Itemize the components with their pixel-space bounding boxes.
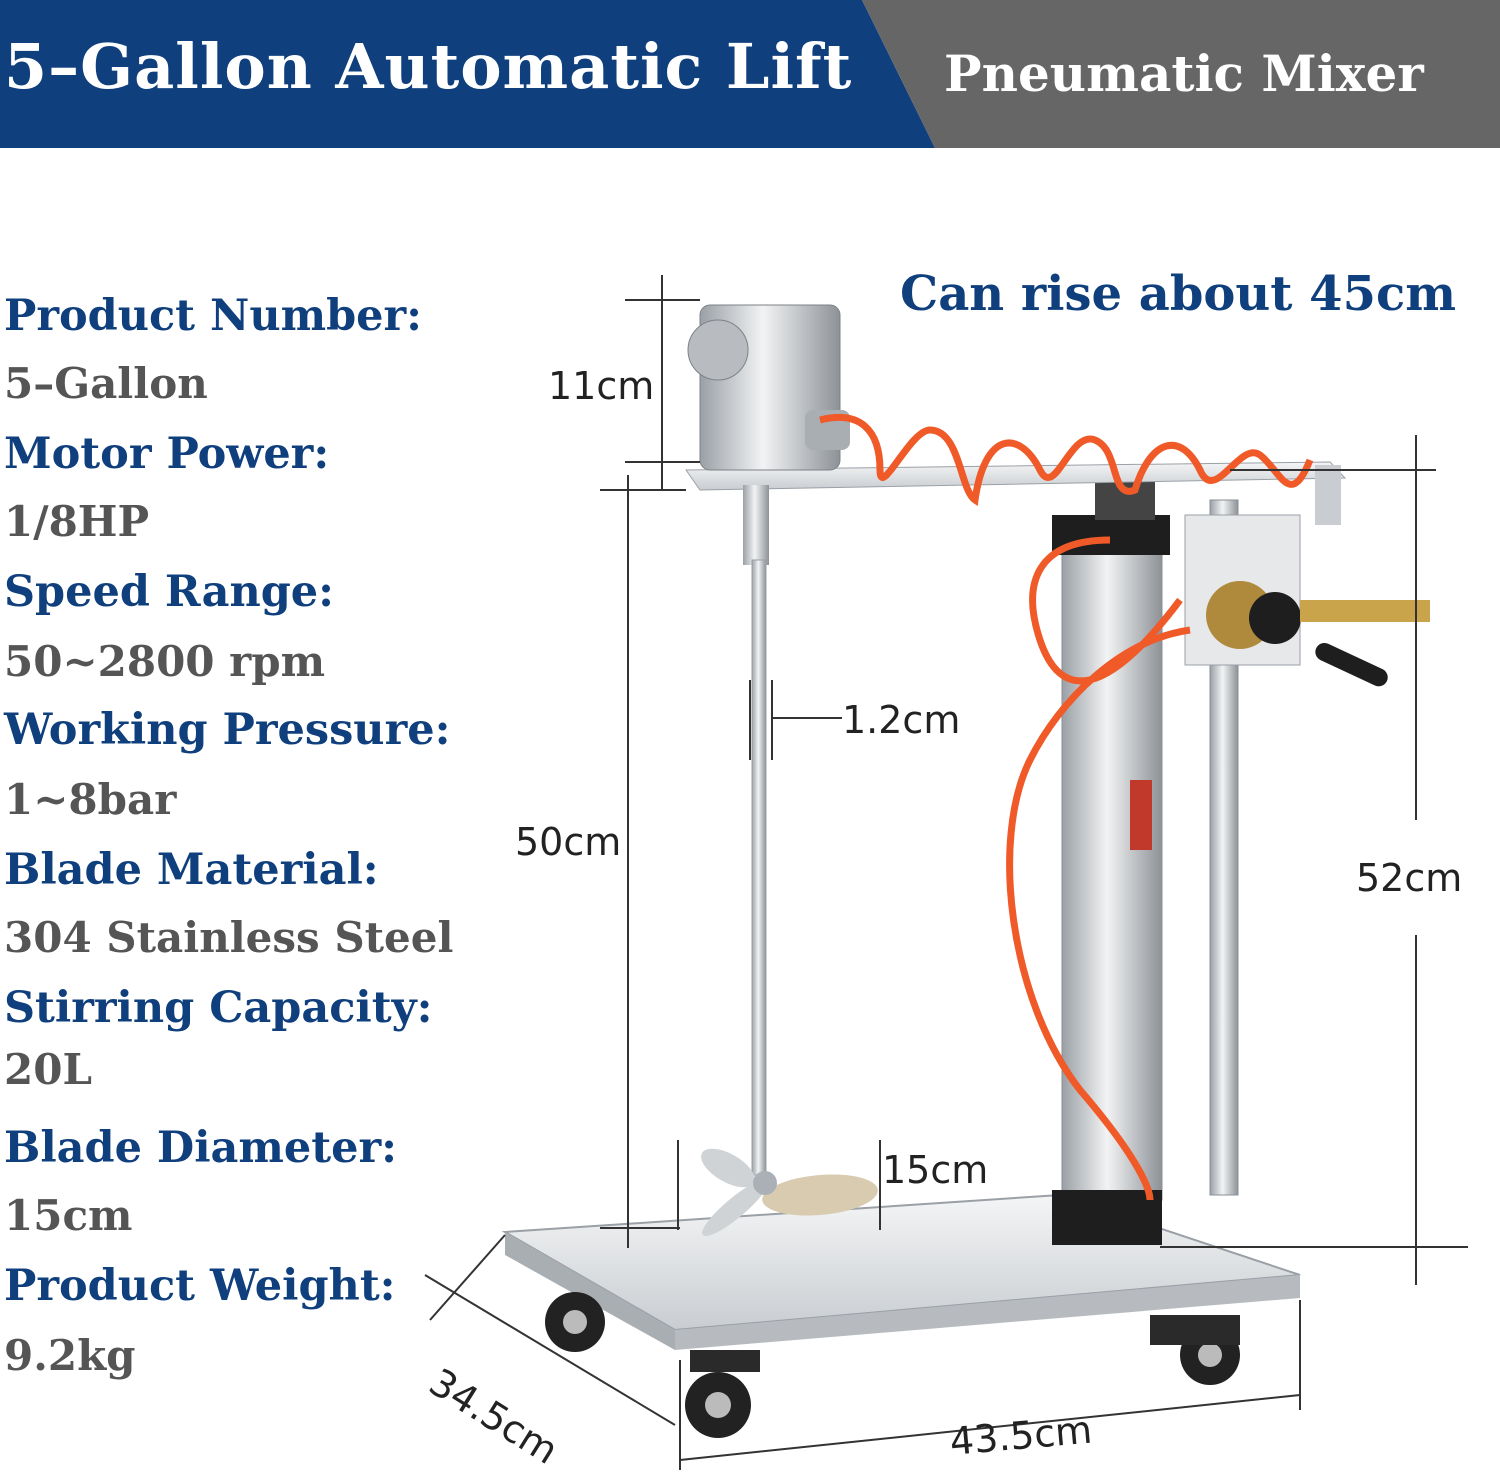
mixing-shaft xyxy=(743,485,769,1176)
banner-title-right: Pneumatic Mixer xyxy=(944,44,1424,103)
guide-rod-and-valve xyxy=(1184,499,1430,1196)
spec-value-blade-diameter: 15cm xyxy=(4,1191,133,1240)
spec-value-blade-material: 304 Stainless Steel xyxy=(4,913,454,962)
spec-value-speed-range: 50~2800 rpm xyxy=(4,637,326,686)
spec-label-speed-range: Speed Range: xyxy=(4,567,335,617)
spec-label-blade-material: Blade Material: xyxy=(4,845,379,895)
banner-background xyxy=(0,0,1500,148)
dim-column-height: 52cm xyxy=(1356,856,1463,900)
spec-label-motor-power: Motor Power: xyxy=(4,429,330,479)
spec-value-working-pressure: 1~8bar xyxy=(4,775,177,824)
propeller-blade xyxy=(701,1148,878,1237)
spec-label-blade-diameter: Blade Diameter: xyxy=(4,1123,398,1173)
spec-value-stirring-capacity: 20L xyxy=(4,1045,92,1094)
air-hoses xyxy=(819,413,1314,1201)
caster-wheels xyxy=(545,1292,1240,1438)
dim-shaft-diameter: 1.2cm xyxy=(842,698,961,742)
rise-height-note: Can rise about 45cm xyxy=(900,266,1456,322)
spec-label-product-weight: Product Weight: xyxy=(4,1261,396,1311)
spec-value-product-weight: 9.2kg xyxy=(4,1331,136,1380)
air-motor xyxy=(687,304,850,471)
spec-value-product-number: 5–Gallon xyxy=(4,359,208,408)
spec-label-stirring-capacity: Stirring Capacity: xyxy=(4,983,433,1033)
spec-label-product-number: Product Number: xyxy=(4,291,423,341)
spec-value-motor-power: 1/8HP xyxy=(4,497,150,546)
dim-shaft-length: 50cm xyxy=(515,820,622,864)
dim-motor-height: 11cm xyxy=(548,364,655,408)
spec-label-working-pressure: Working Pressure: xyxy=(4,705,451,755)
banner-title-left: 5–Gallon Automatic Lift xyxy=(4,30,853,103)
title-banner: 5–Gallon Automatic Lift Pneumatic Mixer xyxy=(0,0,1500,148)
dimension-lines xyxy=(424,275,1468,1470)
dim-blade-diameter: 15cm xyxy=(882,1148,989,1192)
